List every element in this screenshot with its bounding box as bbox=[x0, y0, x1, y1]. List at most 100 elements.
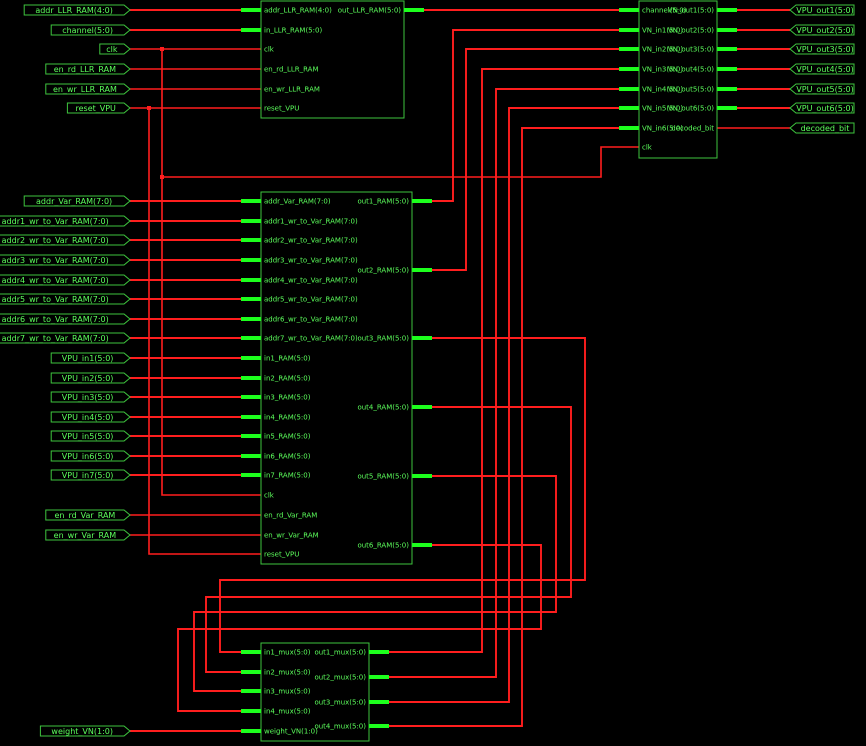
port-addr5-wr-to-var-ram[interactable] bbox=[0, 293, 131, 305]
port-vpu-in2[interactable] bbox=[50, 372, 131, 384]
port-vpu-out2[interactable] bbox=[789, 24, 855, 36]
port-clk[interactable] bbox=[99, 43, 131, 55]
port-channel[interactable] bbox=[50, 24, 131, 36]
port-label-vpu-out1: VPU_out1(5:0) bbox=[796, 6, 853, 15]
port-decoded-bit[interactable] bbox=[789, 122, 855, 134]
pin-label-addr4-wr-to-var-ram: addr4_wr_to_Var_RAM(7:0) bbox=[264, 277, 358, 285]
pin-label-out5-ram: out5_RAM(5:0) bbox=[357, 473, 409, 481]
port-vpu-out5[interactable] bbox=[789, 83, 855, 95]
port-label-vpu-in4: VPU_in4(5:0) bbox=[62, 413, 114, 422]
pin-label-out2-mux: out2_mux(5:0) bbox=[314, 674, 366, 682]
wire-reset-var bbox=[148, 108, 261, 555]
port-reset-vpu[interactable] bbox=[66, 102, 131, 114]
wire-out3-mux1 bbox=[219, 337, 586, 653]
port-weight-vn[interactable] bbox=[39, 725, 131, 737]
port-vpu-in7[interactable] bbox=[50, 469, 131, 481]
port-label-en-rd-var-ram: en_rd_Var_RAM bbox=[54, 511, 115, 520]
wires-layer bbox=[130, 9, 790, 732]
pin-label-in5-ram: in5_RAM(5:0) bbox=[264, 433, 311, 441]
port-label-addr-var-ram: addr_Var_RAM(7:0) bbox=[36, 197, 112, 206]
pin-label-in6-ram: in6_RAM(5:0) bbox=[264, 453, 311, 461]
port-addr3-wr-to-var-ram[interactable] bbox=[0, 254, 131, 266]
pin-label-in4-ram: in4_RAM(5:0) bbox=[264, 414, 311, 422]
pin-label-vn-in6: VN_in6(5:0) bbox=[642, 125, 683, 133]
port-addr6-wr-to-var-ram[interactable] bbox=[0, 313, 131, 325]
port-label-channel: channel(5:0) bbox=[62, 26, 113, 35]
port-label-vpu-in7: VPU_in7(5:0) bbox=[62, 471, 114, 480]
pin-label-vn-in1: VN_in1(5:0) bbox=[642, 27, 683, 35]
ports-layer: addr_LLR_RAM(4:0) channel(5:0) clk en_rd_LL… bbox=[0, 4, 855, 737]
port-vpu-out3[interactable] bbox=[789, 43, 855, 55]
pin-label-weight-vn: weight_VN(1:0) bbox=[264, 728, 318, 736]
pin-label-vn-in4: VN_in4(5:0) bbox=[642, 86, 683, 94]
port-vpu-in3[interactable] bbox=[50, 391, 131, 403]
port-label-addr7-wr-to-var-ram: addr7_wr_to_Var_RAM(7:0) bbox=[2, 334, 109, 343]
pin-label-out6-ram: out6_RAM(5:0) bbox=[357, 542, 409, 550]
port-vpu-out4[interactable] bbox=[789, 63, 855, 75]
port-en-wr-var-ram[interactable] bbox=[45, 529, 131, 541]
port-label-en-wr-llr-ram: en_wr_LLR_RAM bbox=[53, 85, 117, 94]
port-en-rd-llr-ram[interactable] bbox=[45, 63, 131, 75]
pin-label-vn-out2: VN_out2(5:0) bbox=[668, 27, 714, 35]
pin-label-out1-mux: out1_mux(5:0) bbox=[314, 649, 366, 657]
port-en-wr-llr-ram[interactable] bbox=[45, 83, 131, 95]
wire-out4-mux2 bbox=[205, 406, 572, 673]
pin-label-out-llr-ram: out_LLR_RAM(5:0) bbox=[338, 7, 402, 15]
port-addr4-wr-to-var-ram[interactable] bbox=[0, 274, 131, 286]
port-addr2-wr-to-var-ram[interactable] bbox=[0, 234, 131, 246]
wire-out2-vnin2 bbox=[432, 48, 619, 271]
port-label-reset-vpu: reset_VPU bbox=[75, 104, 116, 113]
port-en-rd-var-ram[interactable] bbox=[45, 509, 131, 521]
wire-out6-mux4 bbox=[177, 544, 542, 712]
llr-ram-block[interactable] bbox=[260, 0, 405, 119]
port-vpu-in1[interactable] bbox=[50, 352, 131, 364]
pin-label-en-rd-var-ram: en_rd_Var_RAM bbox=[264, 512, 317, 520]
port-label-vpu-out4: VPU_out4(5:0) bbox=[796, 65, 853, 74]
pin-label-addr2-wr-to-var-ram: addr2_wr_to_Var_RAM(7:0) bbox=[264, 237, 358, 245]
port-vpu-out6[interactable] bbox=[789, 102, 855, 114]
pin-label-addr-var-ram: addr_Var_RAM(7:0) bbox=[264, 198, 331, 206]
port-vpu-in4[interactable] bbox=[50, 411, 131, 423]
vn-block[interactable] bbox=[638, 0, 718, 159]
wire-mux4-vnin6 bbox=[389, 127, 619, 727]
pin-label-vn-out4: VN_out4(5:0) bbox=[668, 66, 714, 74]
pin-label-in1-ram: in1_RAM(5:0) bbox=[264, 355, 311, 363]
pin-label-vn-in5: VN_in5(5:0) bbox=[642, 105, 683, 113]
port-addr1-wr-to-var-ram[interactable] bbox=[0, 215, 131, 227]
port-label-addr5-wr-to-var-ram: addr5_wr_to_Var_RAM(7:0) bbox=[2, 295, 109, 304]
pin-label-channel: channel(5:0) bbox=[642, 7, 687, 15]
pin-label-en-wr-var-ram: en_wr_Var_RAM bbox=[264, 532, 319, 540]
pin-label-en-wr-llr-ram: en_wr_LLR_RAM bbox=[264, 86, 320, 94]
port-label-weight-vn: weight_VN(1:0) bbox=[51, 727, 113, 736]
port-label-addr6-wr-to-var-ram: addr6_wr_to_Var_RAM(7:0) bbox=[2, 315, 109, 324]
port-addr7-wr-to-var-ram[interactable] bbox=[0, 332, 131, 344]
port-label-decoded-bit: decoded_bit bbox=[801, 124, 850, 133]
port-label-clk: clk bbox=[106, 45, 118, 54]
junction-dot bbox=[160, 175, 164, 179]
pin-label-in2-ram: in2_RAM(5:0) bbox=[264, 375, 311, 383]
pin-label-en-rd-llr-ram: en_rd_LLR_RAM bbox=[264, 66, 319, 74]
junction-dot bbox=[147, 106, 151, 110]
pin-label-reset-vpu: reset_VPU bbox=[264, 551, 299, 559]
port-vpu-out1[interactable] bbox=[789, 4, 855, 16]
port-vpu-in6[interactable] bbox=[50, 450, 131, 462]
pin-label-addr-llr-ram: addr_LLR_RAM(4:0) bbox=[264, 7, 332, 15]
port-label-vpu-in2: VPU_in2(5:0) bbox=[62, 374, 114, 383]
pin-label-reset-vpu: reset_VPU bbox=[264, 105, 299, 113]
port-label-en-rd-llr-ram: en_rd_LLR_RAM bbox=[54, 65, 116, 74]
wire-mux3-vnin5 bbox=[389, 107, 619, 703]
blocks-layer: addr_LLR_RAM(4:0)in_LLR_RAM(5:0)clken_rd… bbox=[241, 0, 737, 742]
pin-label-vn-in3: VN_in3(5:0) bbox=[642, 66, 683, 74]
wire-mux2-vnin4 bbox=[389, 88, 619, 678]
pin-label-out4-ram: out4_RAM(5:0) bbox=[357, 404, 409, 412]
pin-label-out3-mux: out3_mux(5:0) bbox=[314, 699, 366, 707]
port-vpu-in5[interactable] bbox=[50, 430, 131, 442]
port-label-addr4-wr-to-var-ram: addr4_wr_to_Var_RAM(7:0) bbox=[2, 276, 109, 285]
pin-label-addr7-wr-to-var-ram: addr7_wr_to_Var_RAM(7:0) bbox=[264, 335, 358, 343]
pin-label-vn-in2: VN_in2(5:0) bbox=[642, 46, 683, 54]
port-addr-var-ram[interactable] bbox=[23, 195, 131, 207]
port-addr-llr-ram[interactable] bbox=[23, 4, 131, 16]
port-label-vpu-in5: VPU_in5(5:0) bbox=[62, 432, 114, 441]
port-label-vpu-in1: VPU_in1(5:0) bbox=[62, 354, 114, 363]
wire-mux1-vnin3 bbox=[389, 68, 619, 653]
